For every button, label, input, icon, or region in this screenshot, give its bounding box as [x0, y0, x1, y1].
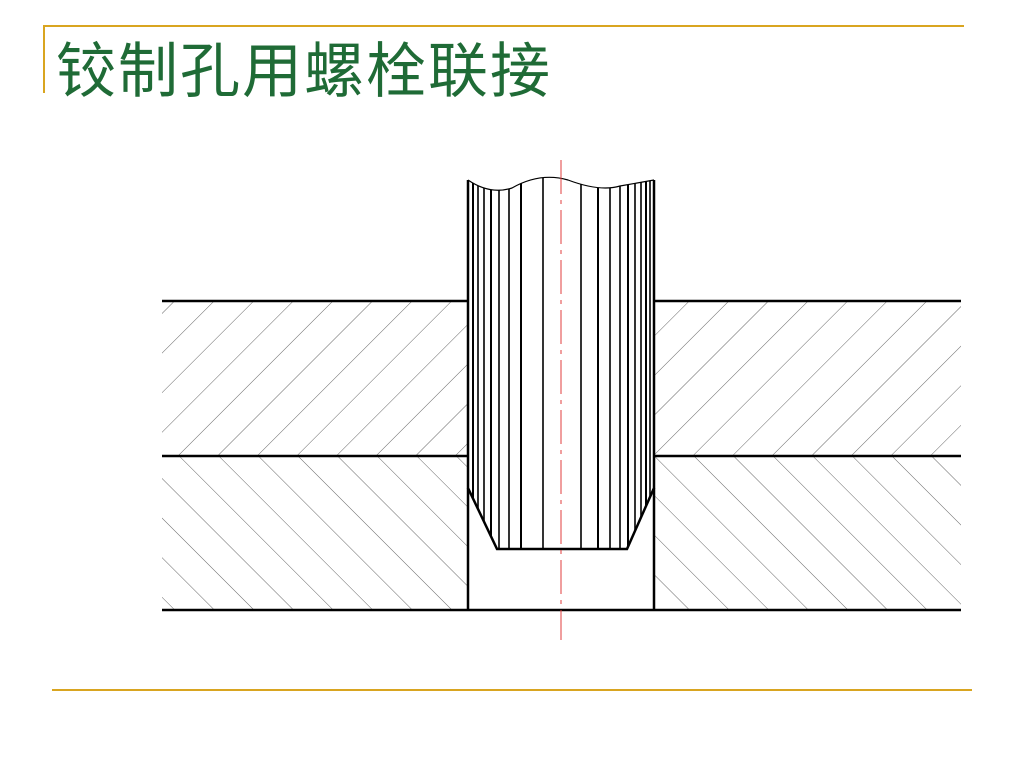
lower-plate-left-hatch [162, 456, 468, 610]
top-accent-rule [44, 25, 964, 27]
bolt-break-line [467, 176, 655, 191]
upper-plate-right-hatch [654, 301, 961, 456]
left-accent-rule [43, 25, 45, 93]
upper-plate-left-hatch [162, 301, 468, 456]
slide-title: 铰制孔用螺栓联接 [56, 37, 552, 107]
bottom-accent-rule [52, 689, 972, 691]
bolt-outline [466, 180, 656, 551]
lower-plate-right-hatch [654, 456, 961, 610]
